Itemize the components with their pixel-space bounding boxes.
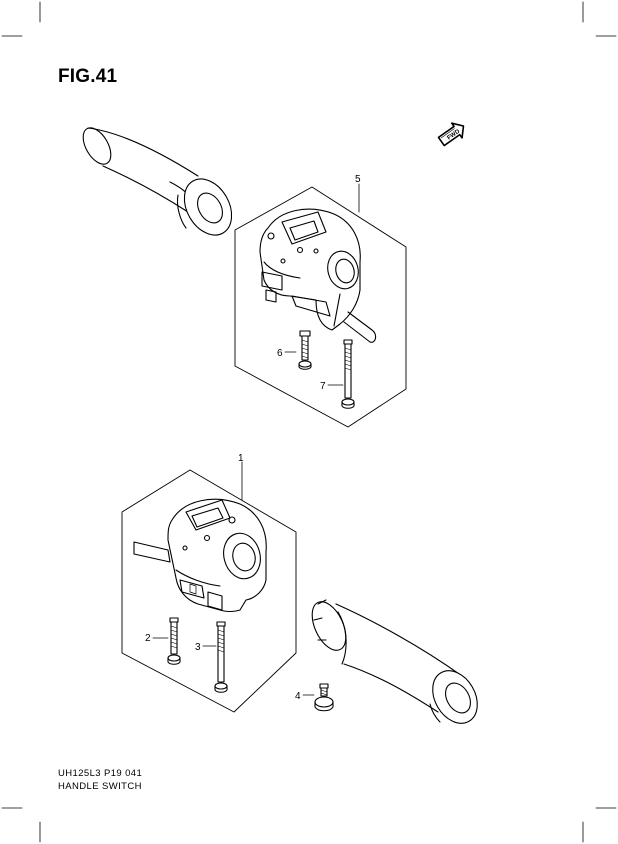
diagram-code: UH125L3 P19 041 <box>58 768 143 779</box>
callout-2: 2 <box>145 633 151 644</box>
screw-4 <box>314 683 334 712</box>
figure-title: FIG.41 <box>58 66 118 87</box>
grip-right <box>311 599 478 724</box>
diagram-caption: HANDLE SWITCH <box>58 781 142 792</box>
callout-6: 6 <box>277 348 283 359</box>
handle-switch-right <box>259 208 377 343</box>
screw-6 <box>298 330 312 370</box>
fwd-arrow-icon: FWD <box>437 122 465 147</box>
screw-7 <box>341 339 355 409</box>
lower-assembly-box <box>121 469 297 713</box>
callout-3: 3 <box>195 642 201 653</box>
upper-assembly-box <box>234 186 407 428</box>
callout-4: 4 <box>295 691 301 702</box>
lower-leader-lines <box>152 461 315 696</box>
callout-numbers: 5 6 7 1 2 3 4 <box>145 174 361 702</box>
screw-2 <box>167 617 181 665</box>
callout-1: 1 <box>238 453 244 464</box>
handle-switch-left <box>133 498 267 613</box>
screw-3 <box>214 621 228 693</box>
grip-left <box>82 127 233 236</box>
callout-5: 5 <box>355 174 361 185</box>
upper-leader-lines <box>284 183 360 386</box>
callout-7: 7 <box>320 381 326 392</box>
